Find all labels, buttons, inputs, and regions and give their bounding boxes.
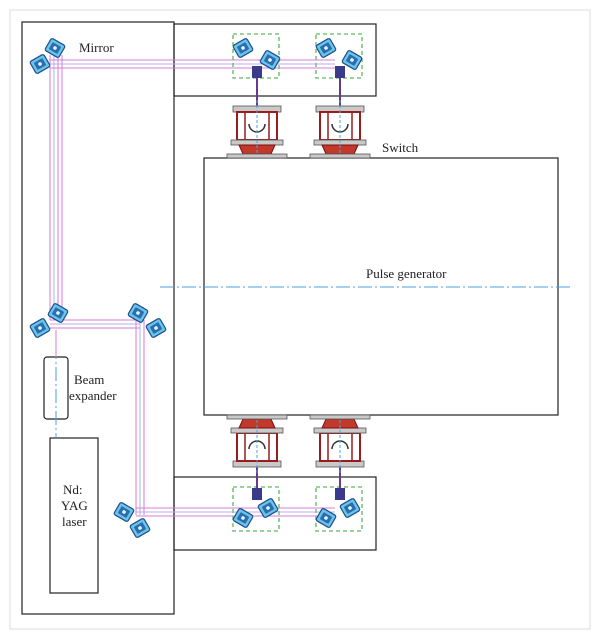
label-mirror: Mirror <box>79 40 114 55</box>
beam-paths <box>49 55 335 517</box>
label-laser-1: Nd: <box>63 482 83 497</box>
laser-box <box>49 437 99 594</box>
mirror-bottom-left <box>112 501 152 539</box>
label-beam-expander-1: Beam <box>74 372 104 387</box>
bottom-mirror-group-2 <box>314 462 363 532</box>
switch-top-1 <box>226 99 288 159</box>
top-mirror-group-1 <box>231 33 282 108</box>
outer-frame <box>9 9 591 630</box>
label-switch: Switch <box>382 140 419 155</box>
label-beam-expander-2: expander <box>69 388 117 403</box>
switch-bottom-2 <box>309 414 371 474</box>
beam-expander <box>43 356 69 420</box>
optical-table-frame <box>21 21 175 615</box>
bottom-arm-frame <box>173 476 377 551</box>
label-pulse-generator: Pulse generator <box>366 266 447 281</box>
mirror-top-left <box>28 37 67 75</box>
switch-top-2 <box>309 99 371 159</box>
mirror-mid-left <box>28 302 70 339</box>
switch-bottom-1 <box>226 414 288 474</box>
bottom-mirror-group-1 <box>231 462 280 532</box>
label-laser-3: laser <box>62 514 87 529</box>
top-mirror-group-2 <box>314 33 364 108</box>
label-laser-2: YAG <box>61 498 88 513</box>
